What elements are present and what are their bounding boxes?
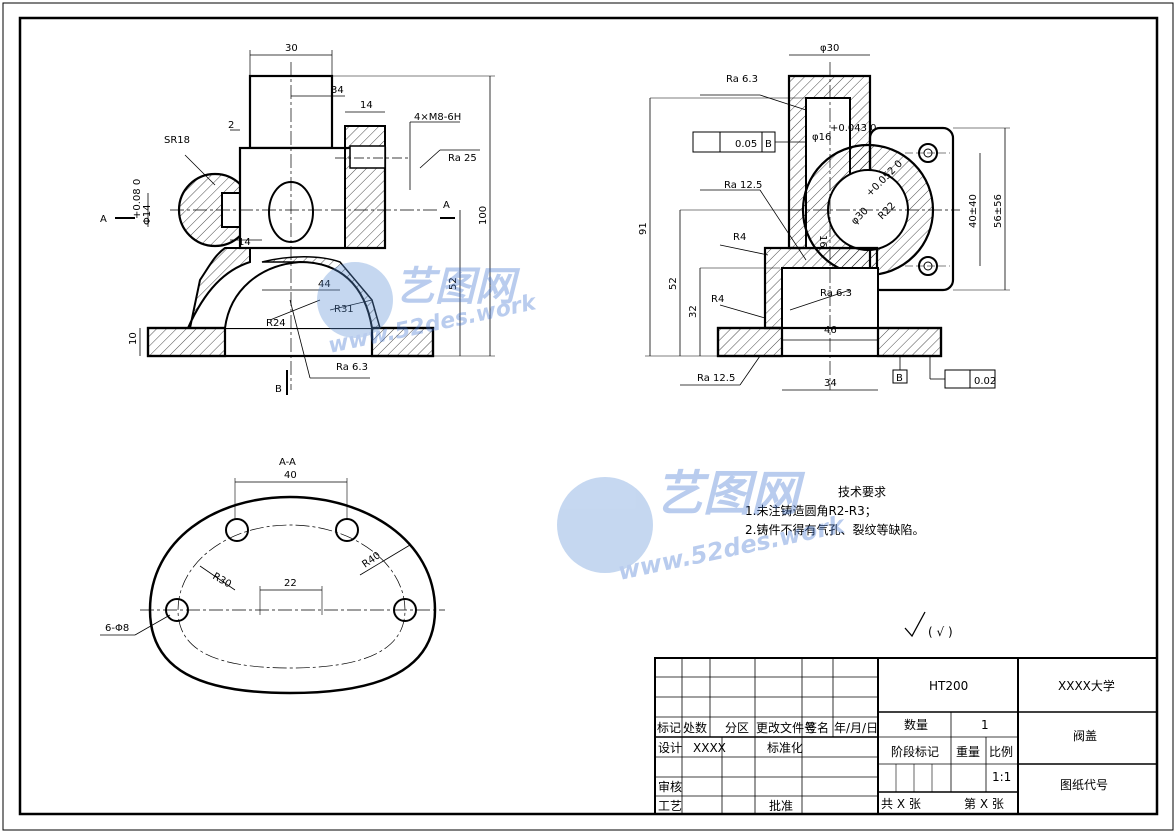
label-ra25: Ra 25: [448, 153, 477, 164]
label-r24: R24: [266, 318, 286, 329]
dim-10: 10: [128, 332, 139, 345]
qty-label: 数量: [904, 717, 928, 732]
dim-40: 40: [284, 470, 297, 481]
dim-14b: 14: [238, 237, 251, 248]
section-a-right: A: [443, 200, 450, 211]
inner-border: [18, 16, 1159, 816]
designer-name: XXXX: [693, 741, 726, 755]
front-view: [115, 50, 495, 395]
svg-text:艺图网: 艺图网: [655, 466, 806, 522]
dim-44: 44: [318, 279, 331, 290]
watermark-center: 艺图网 www.52des.work: [557, 466, 849, 586]
label-r31: R31: [334, 304, 354, 315]
flatness-value: 0.05: [735, 139, 757, 150]
col-date: 年/月/日: [834, 721, 878, 735]
notes-title: 技术要求: [838, 485, 886, 499]
col-mark: 标记: [657, 721, 681, 735]
label-sr18: SR18: [164, 135, 190, 146]
col-change-doc: 更改文件号: [756, 720, 816, 735]
weight-label: 重量: [956, 745, 980, 759]
technical-notes: 技术要求 1.未注铸造圆角R2-R3； 2.铸件不得有气孔、裂纹等缺陷。 ( √…: [745, 485, 953, 639]
dim-22: 22: [284, 578, 297, 589]
notes-line2: 2.铸件不得有气孔、裂纹等缺陷。: [745, 522, 924, 537]
school-name: XXXX大学: [1058, 678, 1115, 693]
tol-phi16: +0.043 0: [830, 123, 877, 134]
label-holes: 6-Φ8: [105, 623, 129, 634]
label-r4a: R4: [733, 232, 746, 243]
col-zone: 分区: [725, 721, 749, 735]
label-review: 审核: [658, 779, 682, 794]
label-r40: R40: [360, 550, 382, 570]
col-sign: 签名: [805, 720, 829, 735]
dim-52: 52: [668, 277, 679, 290]
label-ra125-bottom: Ra 12.5: [697, 373, 735, 384]
dim-40: 40±40: [968, 194, 979, 228]
section-b: B: [275, 384, 282, 395]
dim-91: 91: [638, 222, 649, 235]
notes-line1: 1.未注铸造圆角R2-R3；: [745, 503, 877, 518]
dim-phi30: φ30: [820, 43, 839, 54]
dim-30: 30: [285, 43, 298, 54]
section-title: A-A: [279, 457, 296, 468]
label-process: 工艺: [658, 799, 682, 813]
title-block: [654, 657, 1158, 815]
label-approve: 批准: [769, 798, 793, 813]
label-r4b: R4: [711, 294, 724, 305]
label-standard: 标准化: [767, 741, 803, 755]
label-ra125: Ra 12.5: [724, 180, 762, 191]
section-a-left: A: [100, 214, 107, 225]
dim-2: 2: [228, 120, 234, 131]
sheet-number: 第 X 张: [964, 797, 1004, 811]
section-view: [100, 478, 445, 695]
label-ra63: Ra 6.3: [336, 362, 368, 373]
stage-label: 阶段标记: [891, 744, 939, 759]
dim-32: 32: [688, 305, 699, 318]
front-view-labels: 30 34 14 2 SR18 4×M8-6H Ra 25 Φ14 +0.08 …: [100, 43, 489, 395]
sheets-total: 共 X 张: [881, 797, 921, 811]
label-thread: 4×M8-6H: [414, 112, 461, 123]
label-ra63-top: Ra 6.3: [726, 74, 758, 85]
svg-text:艺图网: 艺图网: [395, 264, 521, 310]
scale-label: 比例: [989, 745, 1013, 759]
roughness-note: ( √ ): [928, 625, 953, 639]
flatness-tolerance: 0.02: [974, 376, 996, 387]
dim-34: 34: [331, 85, 344, 96]
dim-phi16: φ16: [812, 132, 831, 143]
label-r30: R30: [211, 571, 234, 590]
col-count: 处数: [683, 720, 707, 735]
dim-100: 100: [478, 206, 489, 225]
dim-14: 14: [360, 100, 373, 111]
drawing-number: 图纸代号: [1060, 778, 1108, 792]
datum-b: B: [896, 373, 903, 384]
material: HT200: [929, 679, 968, 693]
flatness-datum: B: [765, 139, 772, 150]
side-view: [645, 54, 1010, 391]
tol-phi14: +0.08 0: [132, 179, 143, 219]
dim-phi14: Φ14: [142, 204, 153, 225]
label-design: 设计: [658, 741, 682, 755]
title-block-text: HT200 XXXX大学 数量 1 阀盖 阶段标记 重量 比例 1:1 图纸代号…: [657, 678, 1115, 813]
label-ra63-bottom: Ra 6.3: [820, 288, 852, 299]
scale-value: 1:1: [992, 770, 1011, 784]
qty-value: 1: [981, 718, 989, 732]
dim-16: 16: [817, 235, 828, 248]
dim-34: 34: [824, 378, 837, 389]
dim-46: 46: [824, 325, 837, 336]
dim-56: 56±56: [993, 194, 1004, 228]
part-name: 阀盖: [1073, 729, 1097, 743]
dim-52: 52: [448, 277, 459, 290]
section-labels: A-A 40 R30 22 R40 6-Φ8: [105, 457, 383, 634]
